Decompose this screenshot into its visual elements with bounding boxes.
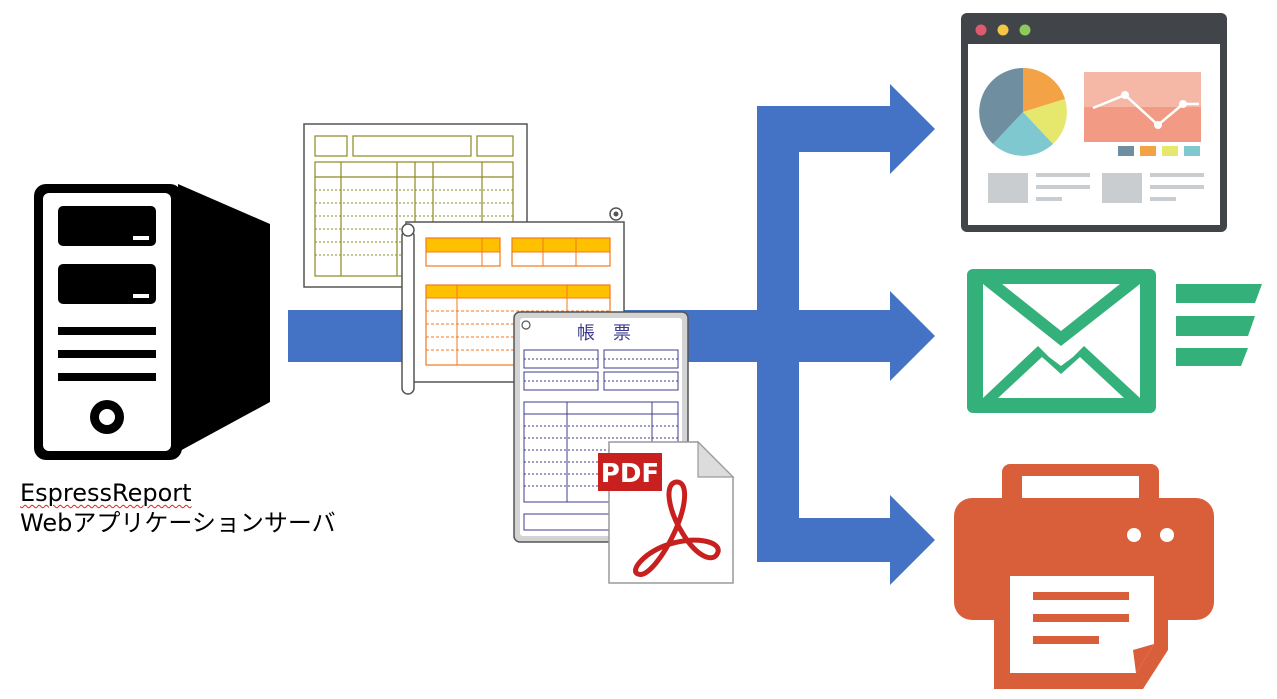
window-maximize-dot [1019,24,1031,36]
report-sheet-title: 帳 票 [577,323,631,344]
window-minimize-dot [997,24,1009,36]
pdf-label: PDF [601,459,659,489]
branch-middle-bar [757,310,897,362]
speed-line-top [1176,284,1262,303]
acrobat-swirl [633,479,721,577]
printer-icon [954,464,1214,689]
server-tower-icon [34,184,270,460]
branch-top-bar [757,106,897,152]
server-label-product: EspressReport [20,479,192,507]
arrowhead-middle [890,291,935,381]
speed-line-bottom [1176,348,1248,366]
pie-chart-graphic [979,68,1067,156]
server-label-type: Webアプリケーションサーバ [20,509,336,537]
arrowhead-bottom [890,495,935,585]
mail-envelope-icon [967,269,1262,413]
window-close-dot [975,24,987,36]
browser-dashboard-icon [961,13,1227,232]
content-placeholder-blocks [988,173,1204,203]
branch-bottom-bar [757,518,897,562]
speed-line-middle [1176,316,1255,336]
pdf-document-icon: PDF [598,440,735,584]
server-label: EspressReport Webアプリケーションサーバ [20,478,336,538]
flow-arrows [288,84,935,585]
arrowhead-top [890,84,935,174]
line-chart-graphic [1084,72,1201,156]
